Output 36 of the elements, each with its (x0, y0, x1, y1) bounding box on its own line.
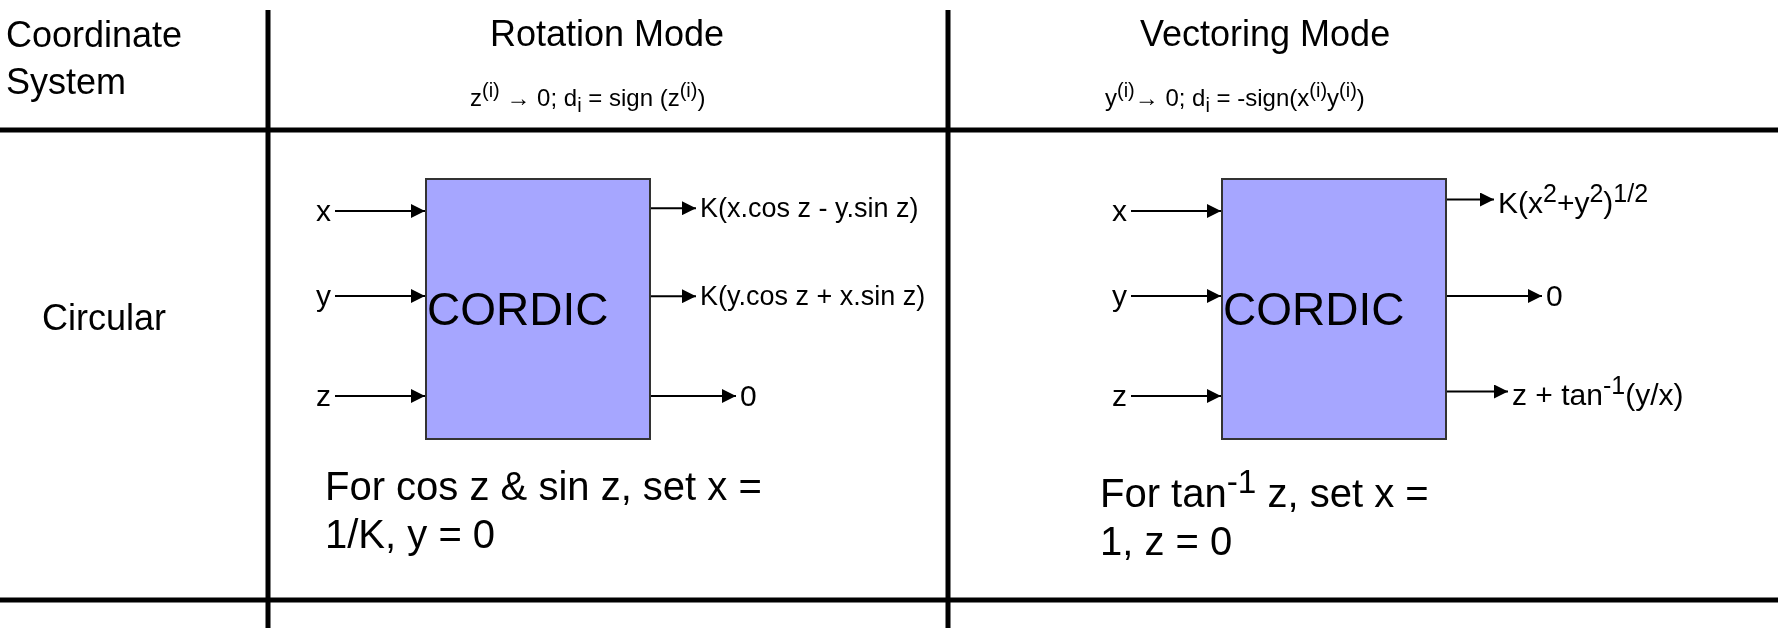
arrow (650, 389, 737, 403)
arrow (1130, 389, 1222, 403)
input-signal-label: x (316, 193, 331, 229)
output-expression: 0 (740, 378, 757, 414)
arrow (1130, 289, 1222, 303)
block-label: CORDIC (1223, 282, 1405, 336)
output-expression: K(x$^{2}$+y$^{2}$)$^{1/2}$ (1498, 178, 1649, 221)
arrow (334, 204, 426, 218)
input-signal-label: z (316, 378, 331, 414)
output-expression: z + tan$^{-1}$(y/x) (1512, 370, 1684, 413)
arrow (1446, 192, 1495, 207)
arrow (1446, 384, 1509, 399)
row-header: Circular (42, 296, 166, 340)
mode-condition: y$^{(i)}$→ 0; d$_{i}$ = -sign(x$^{(i)}$y$^{(i)}$) (1105, 78, 1365, 117)
input-signal-label: y (316, 278, 331, 314)
arrow (1130, 204, 1222, 218)
output-expression: 0 (1546, 278, 1563, 314)
column-header: Vectoring Mode (1140, 12, 1391, 56)
block-label: CORDIC (427, 282, 609, 336)
usage-note: For cos z & sin z, set x = 1/K, y = 0 (325, 463, 763, 558)
arrow (1446, 289, 1543, 303)
arrow (334, 289, 426, 303)
usage-note: For tan$^{-1}$ z, set x = 1, z = 0 (1100, 462, 1430, 566)
input-signal-label: x (1112, 193, 1127, 229)
arrow (650, 289, 697, 304)
column-header: Rotation Mode (490, 12, 725, 56)
mode-condition: z$^{(i)}$ → 0; d$_{i}$ = sign (z$^{(i)}$) (470, 78, 706, 117)
input-signal-label: z (1112, 378, 1127, 414)
process-box (1221, 178, 1447, 440)
process-box (425, 178, 651, 440)
column-header: Coordinate System (6, 13, 184, 104)
input-signal-label: y (1112, 278, 1127, 314)
output-expression: K(x.cos z - y.sin z) (700, 192, 919, 225)
arrow (334, 389, 426, 403)
output-expression: K(y.cos z + x.sin z) (700, 280, 926, 313)
arrow (650, 201, 697, 216)
